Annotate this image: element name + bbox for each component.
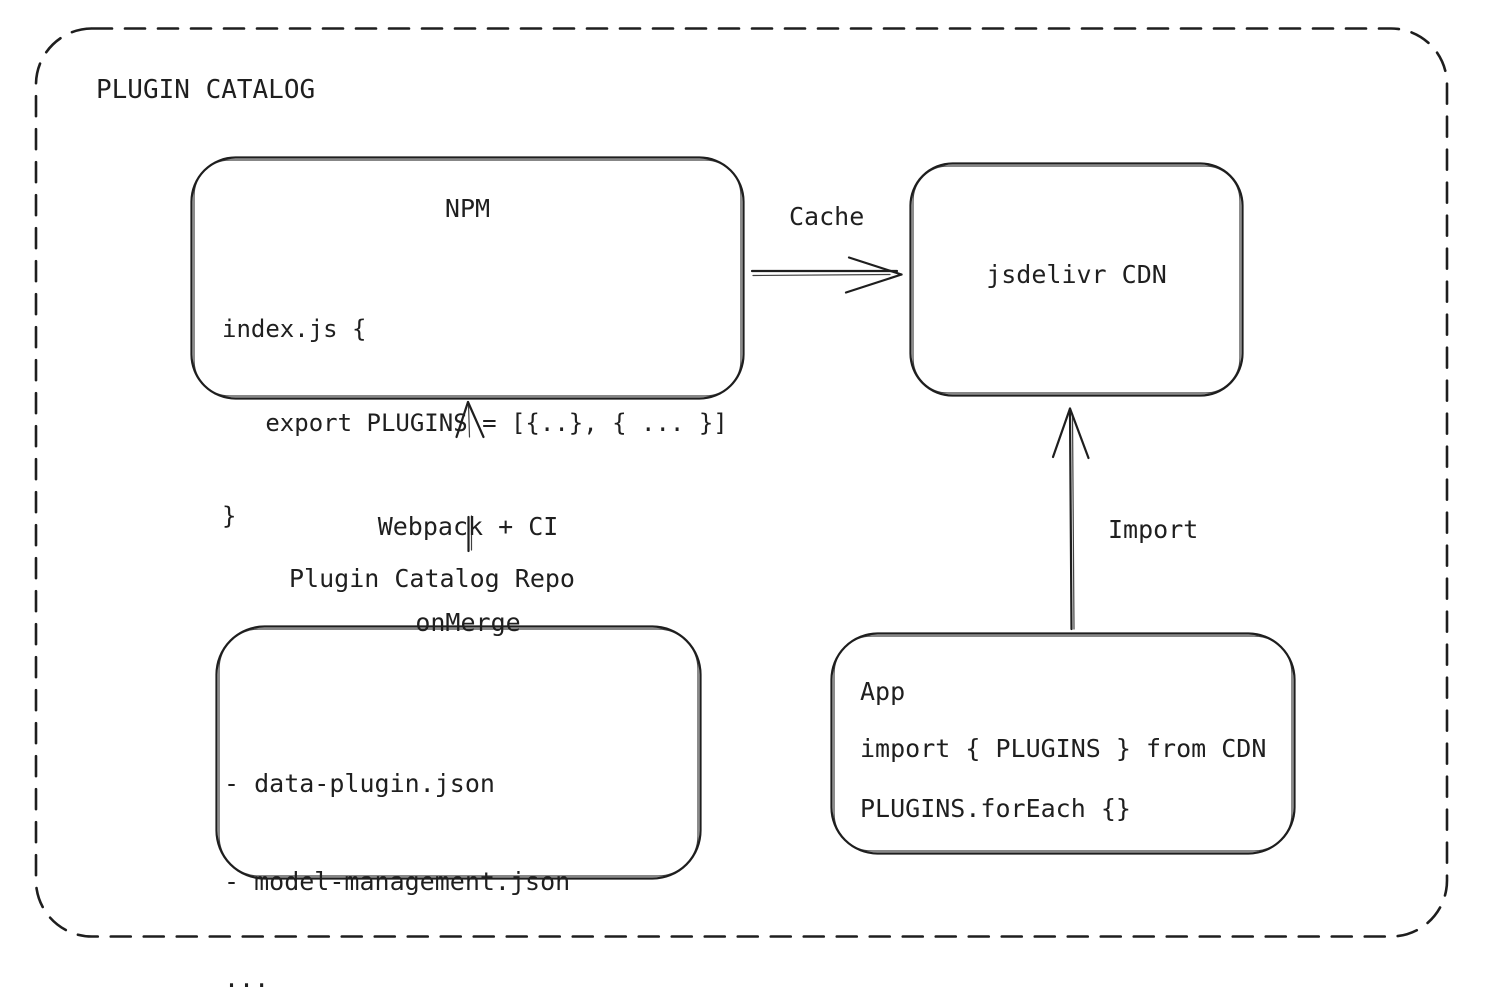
build-arrow-label-line: onMerge (415, 608, 521, 637)
cdn-box-label: jsdelivr CDN (986, 260, 1167, 289)
npm-box-title: NPM (444, 194, 491, 223)
cache-arrow-label: Cache (789, 202, 865, 231)
plugin-catalog-boundary (34, 27, 1449, 938)
npm-code-line: } (222, 502, 237, 531)
build-arrow-label: Webpack + CI onMerge (318, 447, 618, 703)
repo-file-item: - model-management.json (224, 866, 571, 896)
app-box (830, 632, 1296, 855)
repo-file-item: - data-plugin.json (224, 769, 495, 798)
repo-file-item: ... (224, 964, 270, 993)
cdn-box (909, 162, 1244, 397)
npm-code-line: export PLUGINS = [{..}, { ... }] (222, 408, 728, 437)
import-arrow-label: Import (1108, 515, 1199, 544)
diagram-title: PLUGIN CATALOG (96, 75, 316, 105)
repo-file-list: - data-plugin.json - model-management.js… (224, 703, 570, 1002)
app-box-title: App (860, 677, 906, 706)
cache-arrow (750, 256, 903, 294)
npm-code-line: index.js { (222, 315, 367, 344)
build-arrow-label-line: Webpack + CI (377, 512, 559, 541)
repo-box (215, 625, 702, 880)
build-arrow (455, 400, 485, 553)
npm-box (190, 156, 745, 400)
app-code-line: PLUGINS.forEach {} (860, 794, 1131, 823)
app-code-line: import { PLUGINS } from CDN (860, 734, 1267, 763)
npm-code-block: index.js { export PLUGINS = [{..}, { ...… (222, 252, 728, 594)
repo-box-label: Plugin Catalog Repo (289, 564, 575, 593)
import-arrow (1051, 407, 1090, 631)
